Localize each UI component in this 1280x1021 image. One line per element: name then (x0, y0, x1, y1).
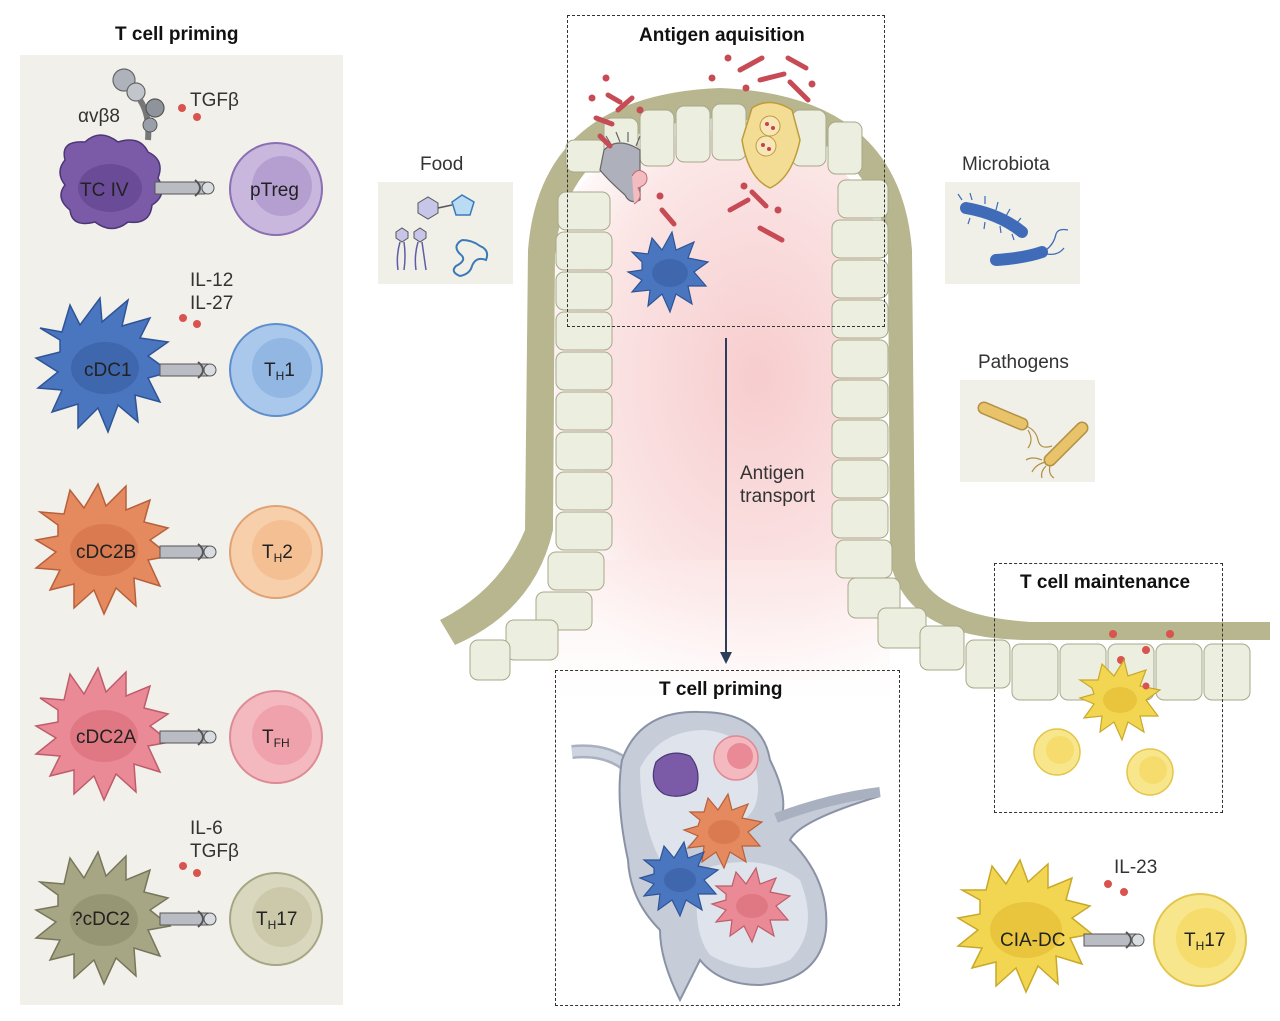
priming-box-title: T cell priming (659, 679, 783, 700)
row-cdc2b (33, 482, 323, 616)
microbiota-box (945, 182, 1080, 284)
villus (440, 54, 1270, 701)
food-icon (395, 194, 489, 278)
qcdc2-cytokine-2: TGFβ (190, 841, 239, 862)
pathogens-icon (977, 401, 1089, 479)
il23-label: IL-23 (1114, 857, 1158, 878)
qcdc2-cytokine-1: IL-6 (190, 818, 223, 839)
microbiota-label: Microbiota (962, 154, 1050, 175)
microbiota-icon (957, 192, 1069, 266)
th2-label: TH2 (262, 542, 293, 565)
pathogens-label: Pathogens (978, 352, 1069, 373)
qcdc2-label: ?cDC2 (72, 909, 131, 930)
maintenance-title: T cell maintenance (1020, 572, 1191, 593)
tciv-cytokine-1: TGFβ (190, 90, 239, 111)
row-cdc2a (33, 666, 323, 802)
cdc1-cytokine-1: IL-12 (190, 270, 234, 291)
th17-label: TH17 (256, 909, 298, 932)
cia-dc-label: CIA-DC (1000, 930, 1066, 951)
row-cdc1 (34, 295, 323, 435)
tciv-label: TC IV (80, 180, 129, 201)
th1-label: TH1 (264, 360, 295, 383)
transport-label-1: Antigen (740, 463, 805, 484)
cia-dc-pair (955, 858, 1247, 994)
tfh-label: TFH (262, 727, 290, 750)
cdc1-cytokine-2: IL-27 (190, 293, 234, 314)
cdc2b-label: cDC2B (76, 542, 137, 563)
left-panel-title: T cell priming (115, 24, 239, 45)
lymph-node (571, 710, 881, 1003)
t-cell-priming-box (555, 670, 900, 1006)
antigen-acquisition-box (567, 15, 885, 327)
maintenance-cells (1033, 630, 1174, 796)
row-qcdc2 (33, 850, 323, 986)
cdc2a-label: cDC2A (76, 727, 137, 748)
row-tciv (59, 68, 323, 236)
integrin-avb8-icon (112, 68, 165, 141)
t-cell-maintenance-box (994, 563, 1223, 813)
antigen-acquisition-title: Antigen aquisition (639, 25, 805, 46)
ptreg-label: pTreg (250, 180, 299, 201)
cdc1-label: cDC1 (84, 360, 132, 381)
cia-th17-label: TH17 (1184, 930, 1226, 953)
transport-label-2: transport (740, 486, 815, 507)
integrin-label: αvβ8 (78, 106, 120, 127)
food-label: Food (420, 154, 464, 175)
